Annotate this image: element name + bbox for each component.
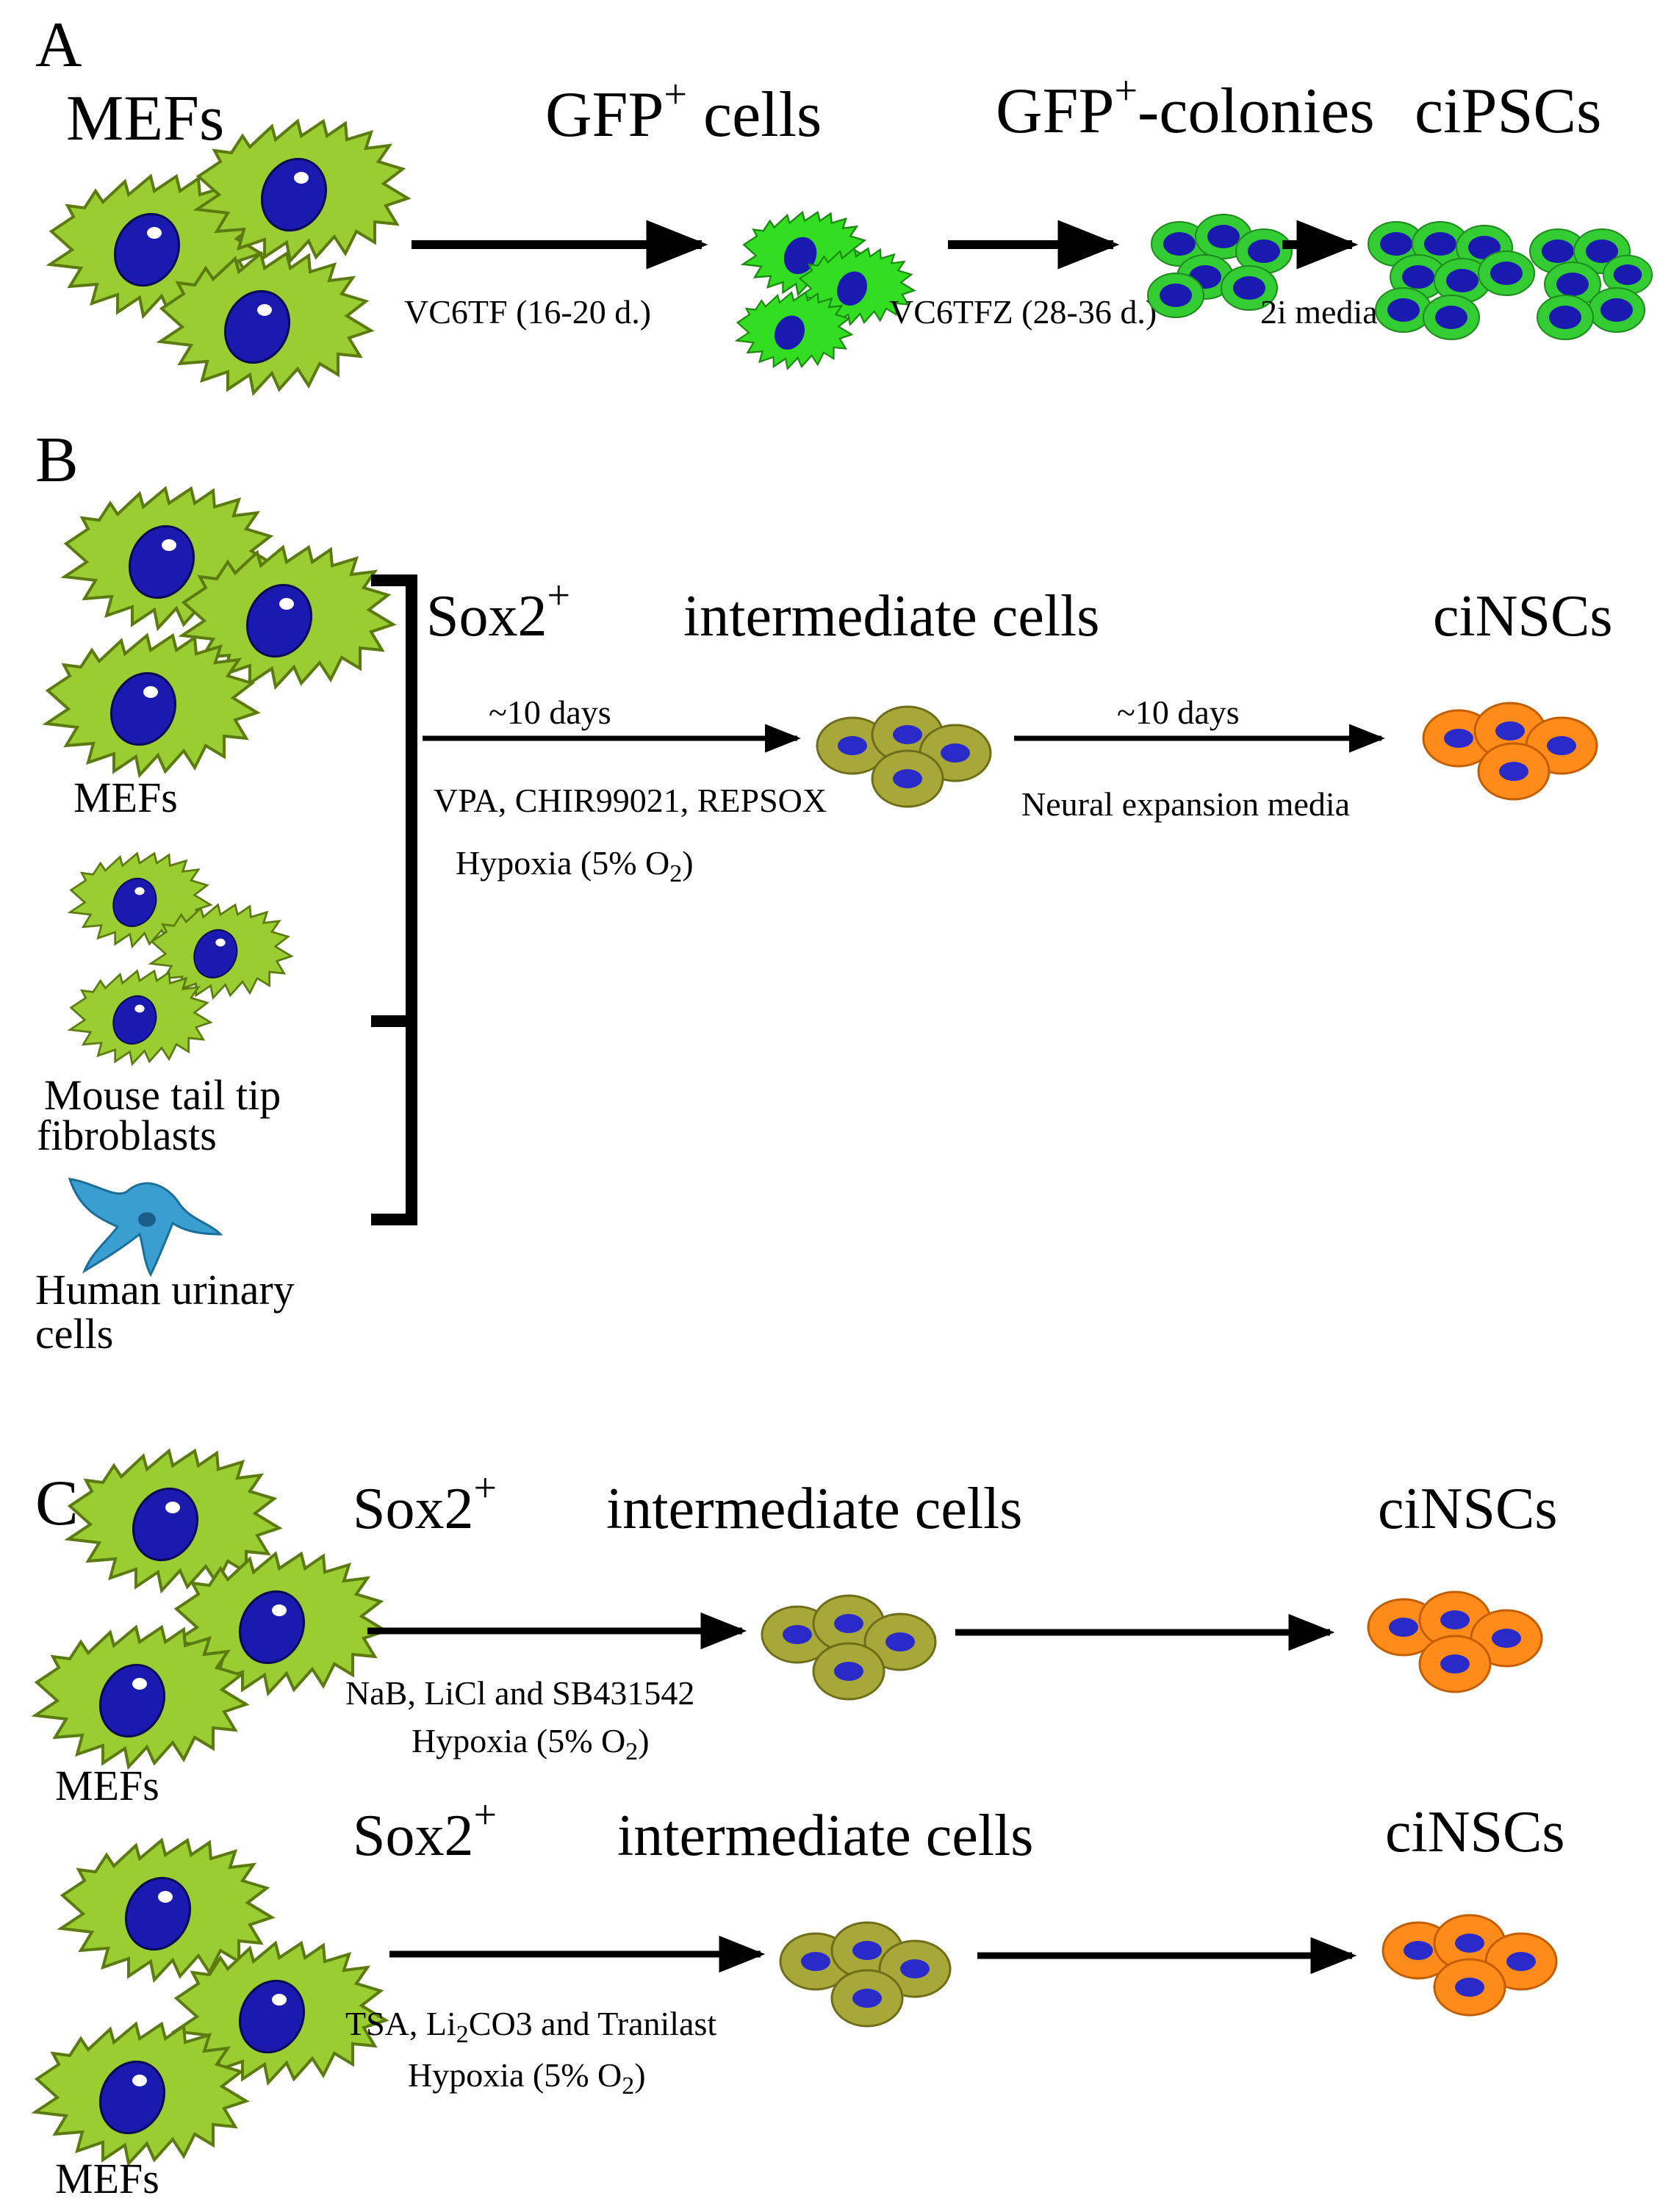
panel-a-gfp-colonies-label: GFP+-colonies [996,68,1375,147]
panel-a-step1-label: VC6TF (16-20 d.) [404,293,651,331]
panel-c-row2-cond: Hypoxia (5% O2) [408,2056,646,2100]
panel-b-step2-media: Neural expansion media [1021,785,1350,823]
panel-b-step1-time: ~10 days [489,693,611,731]
panel-a-cipscs-label: ciPSCs [1415,76,1601,147]
panel-a-cipsc-colony-icon [1368,221,1535,340]
panel-c-row1-mefs-icon [34,1449,387,1768]
panel-a-letter: A [35,10,82,81]
panel-c-row2-intermediate-cells-icon [779,1921,952,2028]
panel-a-step2-label: VC6TFZ (28-36 d.) [889,293,1157,331]
panel-b-mefs-icon [45,487,395,777]
panel-c-row2-cinsc-cells-icon [1381,1914,1558,2017]
panel-c-row2-mefs-icon [34,1839,387,2165]
panel-b-source-urinary-1: Human urinary [35,1266,295,1314]
panel-c-row2-chem: TSA, Li2CO3 and Tranilast [345,2005,716,2048]
panel-b-cinscs-label: ciNSCs [1433,584,1613,649]
panel-b-cinsc-cells-icon [1422,702,1598,801]
panel-c-row2-sox2-label: Sox2+ [353,1793,497,1868]
panel-c-row1-chem: NaB, LiCl and SB431542 [345,1674,694,1712]
panel-b-intermediate-cells-icon [816,705,992,808]
panel-c-row2-cinscs-label: ciNSCs [1385,1800,1565,1865]
panel-b-source-urinary-2: cells [35,1310,113,1358]
panel-a-mefs-icon [48,120,409,395]
panel-b-sox2-label: Sox2+ [426,573,570,649]
panel-b-source-mefs: MEFs [73,774,178,821]
panel-b-source-tail-2: fibroblasts [37,1112,217,1159]
panel-b-step1-chem: VPA, CHIR99021, REPSOX [434,782,827,819]
bracket-icon [371,574,417,1225]
panel-c-row1-intermediate-cells-icon [761,1594,937,1701]
panel-c-row1-cinsc-cells-icon [1367,1590,1543,1693]
panel-c-row1-cond: Hypoxia (5% O2) [412,1722,650,1765]
panel-b-intermediate-label: intermediate cells [683,584,1099,649]
panel-b-tail-fibroblast-icon [68,852,293,1065]
panel-c-row2-source: MEFs [55,2155,159,2202]
panel-a-mefs-label: MEFs [66,83,224,154]
panel-c-row2-intermediate-label: intermediate cells [617,1804,1033,1868]
urinary-cell-icon [68,1178,223,1278]
panel-b-step2-time: ~10 days [1117,693,1240,731]
panel-c-row1-intermediate-label: intermediate cells [606,1477,1022,1541]
panel-a-cipsc-colony-icon-2 [1529,228,1653,340]
panel-b-source-tail-1: Mouse tail tip [44,1071,281,1119]
panel-b-letter: B [35,425,79,496]
panel-c-row1-sox2-label: Sox2+ [353,1466,497,1541]
panel-a-step3-label: 2i media [1260,293,1378,331]
panel-a-gfp-cells-label: GFP+ cells [545,72,822,151]
panel-c-row1-source: MEFs [55,1762,159,1809]
panel-a-gfp-cells-icon [736,211,916,370]
panel-c-row1-cinscs-label: ciNSCs [1378,1477,1558,1541]
panel-b-step1-cond: Hypoxia (5% O2) [456,844,694,887]
